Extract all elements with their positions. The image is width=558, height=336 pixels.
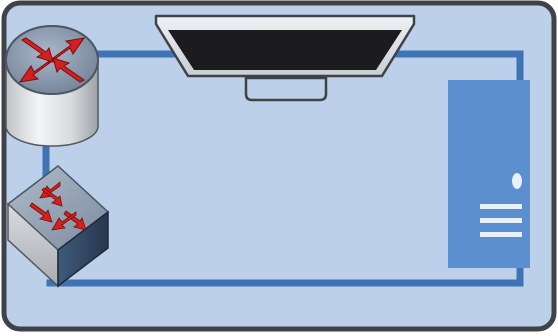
- router-arrows: [18, 37, 86, 83]
- monitor-icon: [154, 14, 416, 102]
- monitor-screen: [168, 30, 402, 70]
- monitor-stand: [244, 76, 328, 102]
- switch-icon: [6, 165, 110, 288]
- switch-arrows: [29, 181, 87, 231]
- server-tower-icon: [448, 80, 530, 268]
- router-icon: [5, 25, 99, 147]
- switch-side: [57, 210, 109, 288]
- server-vent-2: [480, 218, 522, 223]
- server-vent-3: [480, 232, 522, 237]
- server-power-led: [512, 173, 522, 189]
- server-vent-1: [480, 204, 522, 209]
